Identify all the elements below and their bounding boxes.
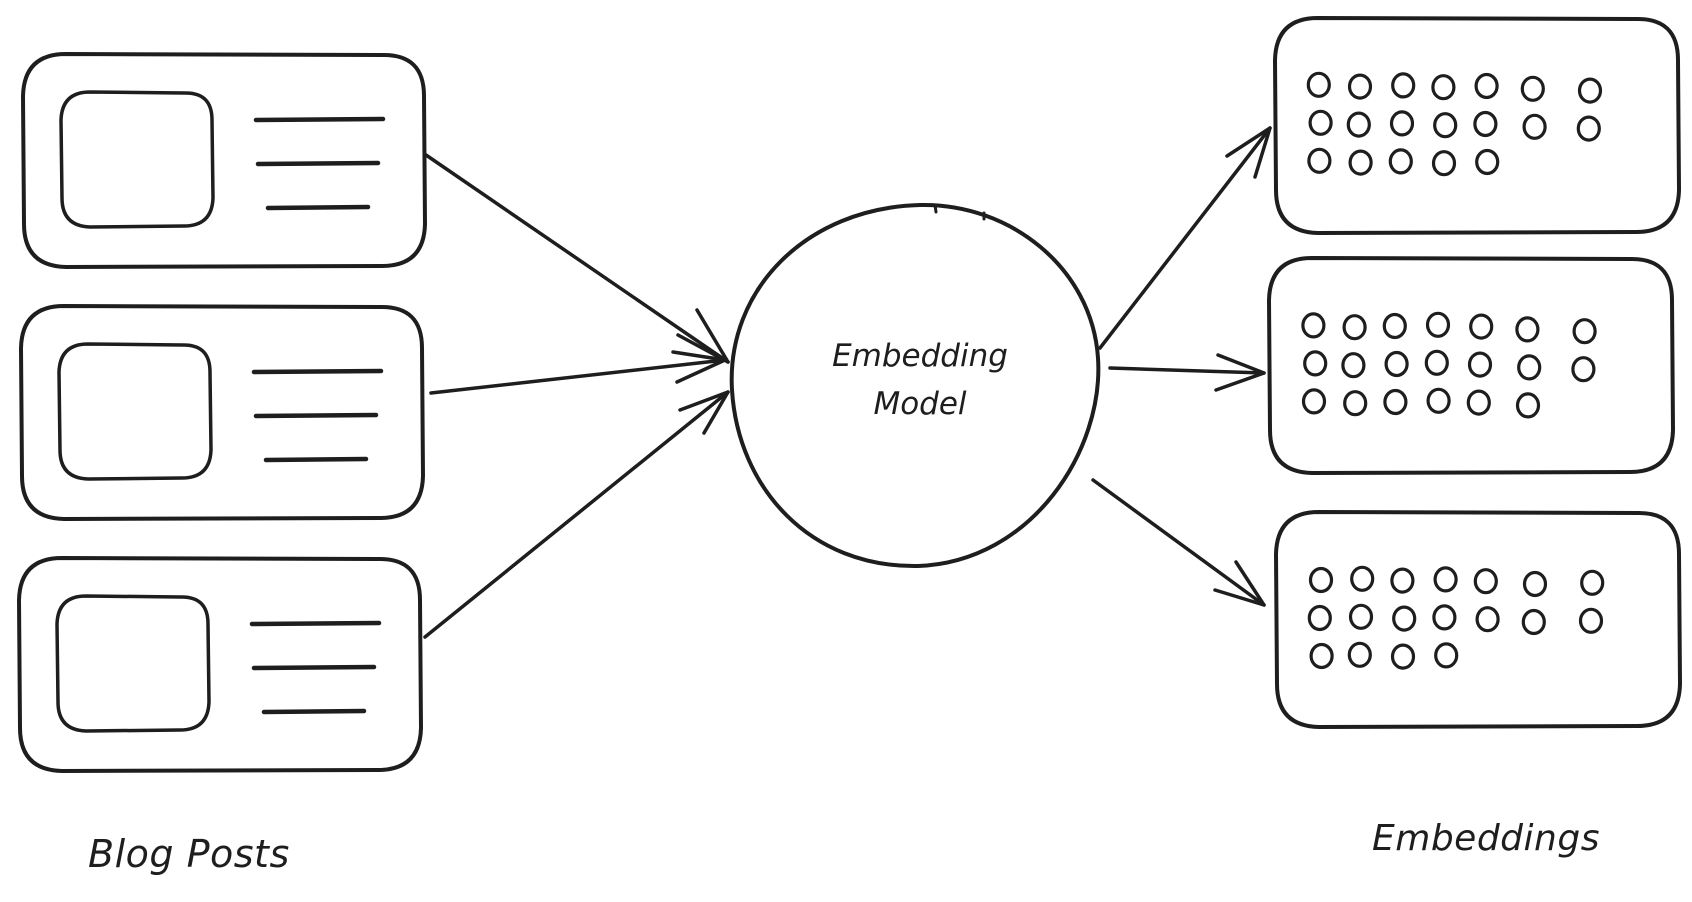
vector-dot <box>1431 150 1457 177</box>
vector-dot <box>1520 75 1545 102</box>
vector-dot <box>1473 110 1498 138</box>
embeddings-label: Embeddings <box>1372 818 1600 859</box>
text-line <box>261 708 367 715</box>
vector-dot <box>1390 643 1416 670</box>
vector-dot <box>1391 72 1416 99</box>
vector-dot <box>1473 568 1498 595</box>
vector-dot <box>1572 318 1597 345</box>
text-line <box>253 116 386 123</box>
vector-dot <box>1347 73 1373 100</box>
vector-dot <box>1388 148 1413 175</box>
text-line <box>253 412 379 419</box>
image-placeholder-icon <box>59 90 215 229</box>
card-border <box>1273 16 1681 235</box>
vector-dot <box>1301 388 1327 415</box>
vector-dot <box>1308 109 1333 136</box>
vector-dot <box>1474 72 1499 100</box>
vector-dot <box>1425 311 1451 338</box>
vector-dot <box>1308 566 1334 594</box>
embedding-vector-box <box>1274 510 1682 729</box>
arrow-model-to-embedding-2 <box>1108 353 1266 392</box>
card-border <box>21 52 427 269</box>
vector-dot <box>1383 388 1408 416</box>
vector-dot <box>1578 607 1604 634</box>
card-border <box>1274 510 1682 729</box>
vector-dot <box>1342 314 1367 341</box>
vector-dot <box>1384 350 1409 378</box>
vector-dot <box>1431 74 1456 101</box>
output-arrows <box>1091 126 1272 607</box>
model-label-line2: Model <box>873 386 967 422</box>
vector-dot <box>1307 147 1332 174</box>
vector-dot <box>1301 312 1326 339</box>
vector-dot <box>1426 387 1451 414</box>
text-line <box>265 204 371 211</box>
vector-dot <box>1433 112 1458 139</box>
vector-dot <box>1576 115 1601 142</box>
vector-dot <box>1348 149 1373 176</box>
card-border <box>19 304 425 521</box>
vector-dot <box>1571 356 1596 383</box>
vector-dot <box>1390 567 1415 594</box>
vector-dot <box>1346 111 1371 138</box>
embeddings-group <box>1267 16 1682 729</box>
arrow-model-to-embedding-3 <box>1091 478 1266 607</box>
embedding-vector-box <box>1273 16 1681 235</box>
vector-dot <box>1469 313 1494 340</box>
vector-dot <box>1515 316 1540 343</box>
vector-dot <box>1521 608 1546 636</box>
vector-dot <box>1341 352 1366 379</box>
embedding-model-circle <box>729 202 1101 569</box>
vector-dot <box>1433 566 1458 593</box>
text-line <box>251 368 384 375</box>
embedding-model-node <box>729 202 1101 569</box>
arrow-blog-3-to-model <box>423 390 730 639</box>
vector-dot <box>1309 642 1334 670</box>
vector-dot <box>1350 565 1375 592</box>
vector-dot <box>1348 603 1374 630</box>
image-placeholder-icon <box>57 342 213 481</box>
arrow-model-to-embedding-1 <box>1098 126 1272 350</box>
vector-dot <box>1522 113 1547 140</box>
input-arrows <box>423 153 730 639</box>
arrow-blog-2-to-model <box>429 350 727 395</box>
vector-dot <box>1424 349 1449 376</box>
blog-post-card <box>17 556 423 773</box>
text-line <box>263 456 369 463</box>
text-line <box>251 664 377 671</box>
vector-dot <box>1522 570 1548 598</box>
blog-post-card <box>19 304 425 521</box>
card-border <box>1267 256 1675 475</box>
vector-dot <box>1343 390 1368 417</box>
arrow-blog-1-to-model <box>424 153 730 364</box>
vector-dot <box>1466 389 1491 416</box>
blog-posts-group <box>17 52 427 773</box>
vector-dot <box>1580 569 1605 596</box>
image-placeholder-icon <box>55 594 211 733</box>
vector-dot <box>1306 71 1331 98</box>
vector-dot <box>1382 312 1407 340</box>
blog-post-card <box>21 52 427 269</box>
text-line <box>249 620 382 627</box>
vector-dot <box>1303 350 1328 377</box>
vector-dot <box>1389 110 1415 137</box>
model-label-line1: Embedding <box>832 338 1008 374</box>
vector-dot <box>1517 354 1542 381</box>
vector-dot <box>1515 392 1541 419</box>
vector-dot <box>1475 606 1500 633</box>
blog-posts-label: Blog Posts <box>88 832 290 876</box>
embedding-model-label: Embedding Model <box>780 332 1060 428</box>
vector-dot <box>1432 604 1457 631</box>
vector-dot <box>1475 148 1500 176</box>
embedding-vector-box <box>1267 256 1675 475</box>
vector-dot <box>1467 351 1493 378</box>
card-border <box>17 556 423 773</box>
vector-dot <box>1347 641 1372 668</box>
vector-dot <box>1434 642 1459 669</box>
text-line <box>255 160 381 167</box>
sketch-mark <box>933 203 938 214</box>
vector-dot <box>1577 77 1603 104</box>
vector-dot <box>1307 604 1332 632</box>
vector-dot <box>1392 605 1417 632</box>
